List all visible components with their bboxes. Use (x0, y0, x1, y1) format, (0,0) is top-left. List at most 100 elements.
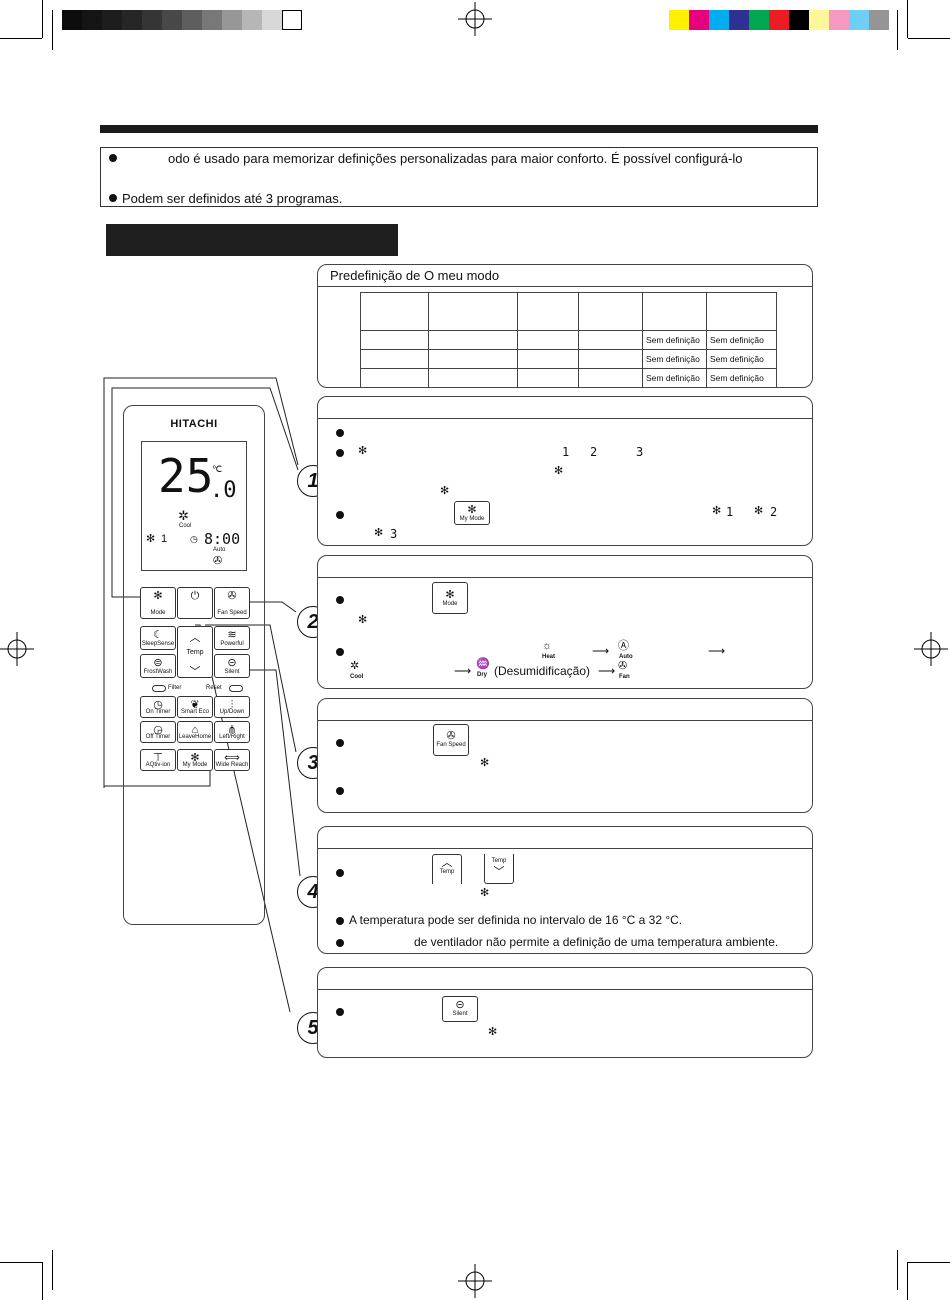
smart-eco-label: Smart Eco (180, 709, 209, 715)
powerful-label: Powerful (220, 641, 244, 647)
temp-rocker[interactable]: ︿ Temp ﹀ (177, 626, 213, 678)
on-timer-button[interactable]: ◷ On Timer (140, 696, 176, 718)
preset-panel: Predefinição de O meu modo Sem definição… (317, 264, 813, 388)
frostwash-button[interactable]: ⊜ FrostWash (140, 654, 176, 678)
filter-label: Filter (168, 685, 182, 691)
color-swatch (729, 10, 749, 30)
power-button[interactable]: ⏻ (177, 587, 213, 619)
lcd-clock: 8:00 (204, 530, 241, 548)
step-5-panel: ⊝ Silent ✻ (317, 967, 813, 1058)
crop-mark (897, 1250, 898, 1290)
sleepsense-button[interactable]: ☾ SleepSense (140, 626, 176, 650)
up-down-label: Up/Down (219, 709, 245, 715)
arrow-icon: ⟶ (598, 664, 616, 678)
cool-icon: ✲ (350, 660, 360, 672)
bullet-icon (109, 154, 117, 162)
color-swatch (709, 10, 729, 30)
color-swatch (749, 10, 769, 30)
sleepsense-label: SleepSense (141, 641, 175, 647)
reset-button[interactable] (229, 685, 243, 692)
color-swatch (669, 10, 689, 30)
my-mode-icon: ✻ (146, 533, 156, 545)
my-mode-icon: ✻ (440, 485, 450, 497)
table-header-cell (428, 292, 518, 331)
table-header-cell (360, 292, 429, 331)
aqtiv-ion-label: AQtiv-ion (145, 762, 171, 768)
powerful-button[interactable]: ≋ Powerful (214, 626, 250, 650)
table-cell: Sem definição (706, 330, 777, 350)
color-swatch (849, 10, 869, 30)
silent-button[interactable]: ⊝ Silent (214, 654, 250, 678)
mode-button[interactable]: ✻ Mode (432, 582, 468, 614)
table-cell (360, 330, 429, 350)
crop-mark (42, 1262, 43, 1300)
lcd-display: 25 .0 ℃ ✲ Cool ✻ 1 ◷ 8:00 Auto ✇ (141, 441, 247, 571)
smart-eco-button[interactable]: ❦ Smart Eco (177, 696, 213, 718)
on-timer-label: On Timer (145, 709, 171, 715)
bullet-icon (336, 1008, 344, 1016)
slot-1: 1 (726, 505, 734, 519)
intro-line-1: odo é usado para memorizar definições pe… (168, 151, 743, 166)
my-mode-label: My Mode (182, 762, 208, 768)
timer-icon: ◷ (153, 699, 163, 711)
color-swatch (142, 10, 162, 30)
temp-up-icon[interactable]: ︿ (189, 632, 201, 644)
color-swatch (182, 10, 202, 30)
step-5-title (318, 968, 812, 990)
fan-speed-button[interactable]: ✇ Fan Speed (214, 587, 250, 619)
bullet-icon (336, 939, 344, 947)
table-cell (517, 349, 579, 369)
header-bar (100, 125, 818, 133)
my-mode-label: My Mode (459, 516, 485, 522)
table-header-cell (642, 292, 707, 331)
up-down-button[interactable]: ⫶ Up/Down (214, 696, 250, 718)
fan-label: Fan (619, 674, 630, 680)
leave-home-button[interactable]: ⌂ LeaveHome (177, 721, 213, 743)
table-cell (578, 330, 643, 350)
crop-mark (908, 1262, 950, 1263)
swing-horizontal-icon: ⋔ (227, 724, 237, 736)
table-cell (578, 349, 643, 369)
wide-reach-button[interactable]: ⟺ Wide Reach (214, 749, 250, 771)
my-mode-icon: ✻ (480, 887, 490, 899)
fan-speed-label: Fan Speed (217, 610, 247, 616)
bullet-icon (336, 449, 344, 457)
silent-button[interactable]: ⊝ Silent (442, 996, 478, 1022)
my-mode-icon: ✻ (467, 504, 477, 516)
temp-down-label: Temp (491, 858, 507, 864)
moon-icon: ☾ (153, 629, 163, 641)
aqtiv-ion-button[interactable]: ⊤ AQtiv-ion (140, 749, 176, 771)
temp-down-button[interactable]: Temp ﹀ (484, 854, 514, 884)
my-mode-button[interactable]: ✻ My Mode (454, 501, 490, 525)
table-row: Sem definição Sem definição (360, 368, 777, 388)
mode-button[interactable]: ✻ Mode (140, 587, 176, 619)
powerful-icon: ≋ (227, 629, 237, 641)
fan-icon: ✇ (618, 660, 628, 672)
temp-down-icon[interactable]: ﹀ (189, 666, 201, 678)
bullet-icon (336, 917, 344, 925)
step-3-panel: ✇ Fan Speed ✻ (317, 698, 813, 813)
arrow-icon: ⟶ (592, 644, 610, 658)
home-icon: ⌂ (191, 724, 199, 736)
color-swatch (122, 10, 142, 30)
table-cell: Sem definição (642, 349, 707, 369)
temp-up-label: Temp (439, 869, 455, 875)
temp-up-button[interactable]: ︿ Temp (432, 854, 462, 884)
table-row: Sem definição Sem definição (360, 330, 777, 350)
table-header-cell (517, 292, 579, 331)
left-right-button[interactable]: ⋔ Left/Right (214, 721, 250, 743)
color-swatch (809, 10, 829, 30)
fan-speed-button[interactable]: ✇ Fan Speed (433, 724, 469, 756)
ion-icon: ⊤ (153, 752, 163, 764)
filter-button[interactable] (152, 685, 166, 692)
fan-icon: ✇ (227, 590, 237, 602)
temperature-range-text: A temperatura pode ser definida no inter… (349, 913, 683, 927)
step-3-title (318, 699, 812, 721)
registration-mark-icon (0, 632, 34, 666)
bullet-icon (336, 787, 344, 795)
off-timer-button[interactable]: ◶ Off Timer (140, 721, 176, 743)
dry-icon: ♒ (476, 658, 490, 670)
my-mode-button[interactable]: ✻ My Mode (177, 749, 213, 771)
mode-label: Mode (442, 601, 458, 607)
fan-icon: ✇ (446, 730, 456, 742)
